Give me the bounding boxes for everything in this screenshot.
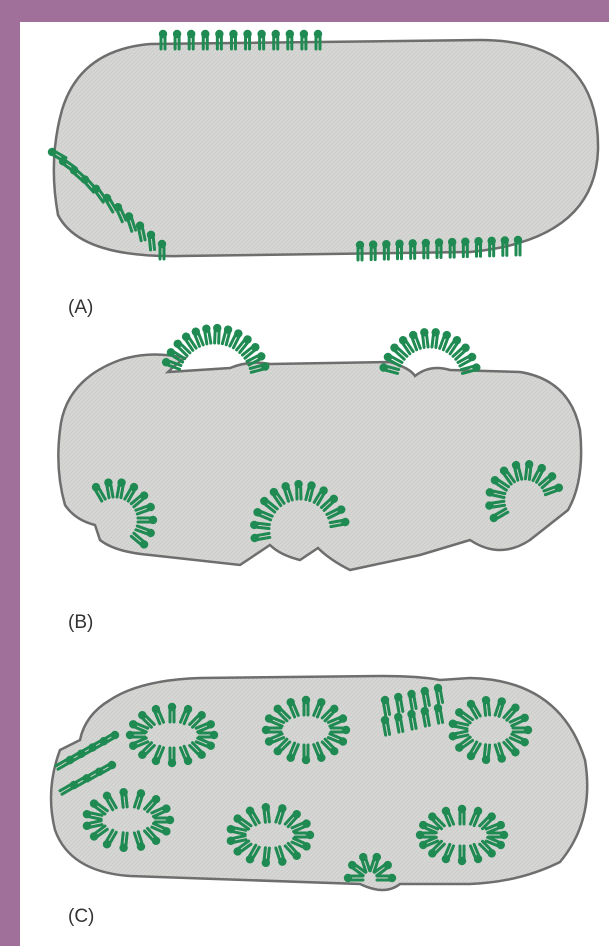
panel-label-c: (C) [68,906,94,927]
amphipathic-lipid-icon [420,328,431,348]
cell-body-c [51,676,587,890]
cell-body-b [58,354,581,570]
amphipathic-lipid-icon [172,338,192,357]
amphipathic-lipid-icon [212,324,221,344]
amphipathic-lipid-icon [430,328,441,348]
cell-body-a [54,40,598,256]
amphipathic-lipid-icon [514,236,522,255]
panel-a [46,30,598,260]
panel-c [51,676,587,890]
panel-b [58,324,581,570]
panel-label-b: (B) [68,612,93,633]
panel-label-a: (A) [68,297,93,318]
